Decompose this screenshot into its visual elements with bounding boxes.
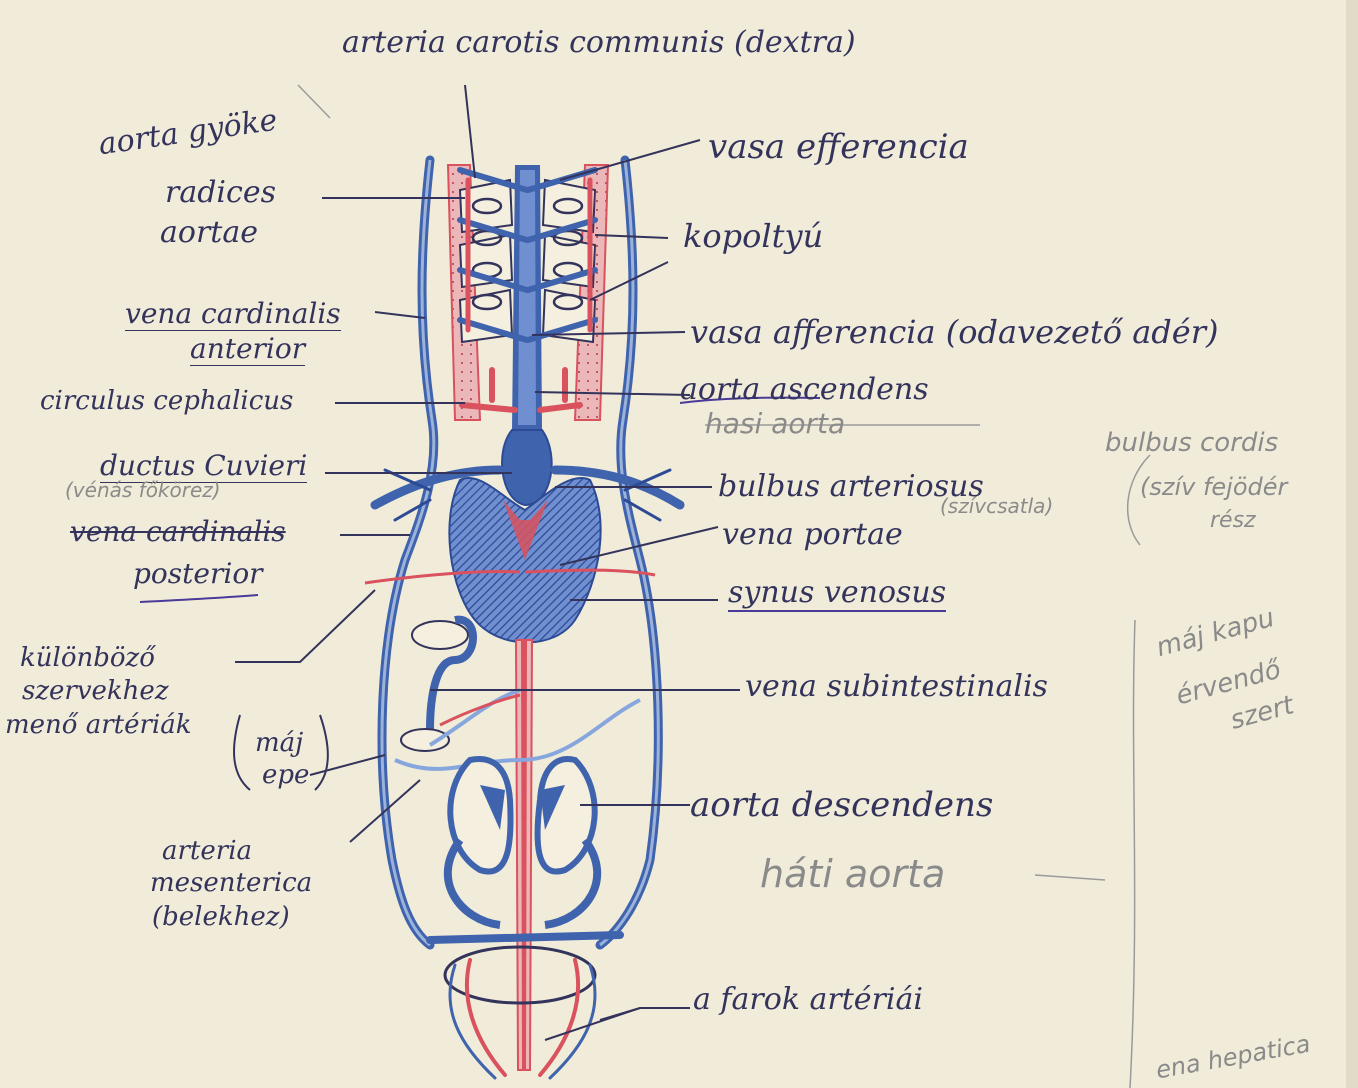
label-kulonbozo-3: menő artériák [5, 712, 191, 738]
label-vena-portae: vena portae [722, 520, 903, 550]
label-hati-aorta: háti aorta [760, 855, 945, 893]
label-bulbus-sub: (szívcsatla) [940, 496, 1053, 516]
label-vena-cardinalis-posterior-2: posterior [133, 560, 263, 588]
label-arteria-mesenterica-3: (belekhez) [152, 904, 290, 930]
label-aortae: aortae [160, 218, 258, 248]
label-sinus-venosus: synus venosus [728, 578, 946, 612]
label-venas-fokorez: (vénás főkörez) [65, 480, 221, 500]
label-hasi-aorta: hasi aorta [705, 410, 845, 438]
label-vena-cardinalis-anterior-2: anterior [190, 335, 305, 366]
label-maj: máj [255, 730, 303, 756]
bulbus-arteriosus [502, 430, 552, 505]
label-farok-arteriai: a farok artériái [693, 985, 923, 1015]
label-vasa-efferencia: vasa efferencia [708, 130, 969, 164]
label-aorta-ascendens: aorta ascendens [680, 375, 929, 405]
label-vena-cardinalis-posterior-1: vena cardinalis [70, 518, 286, 546]
liver [401, 620, 473, 751]
label-fejodoer: (szív fejödér [1140, 475, 1287, 499]
label-fejodoer-2: rész [1210, 510, 1256, 532]
label-arteria-carotis: arteria carotis communis (dextra) [342, 28, 856, 58]
label-bulbus-cordis: bulbus cordis [1105, 430, 1278, 456]
label-arteria-mesenterica-1: arteria [162, 838, 252, 864]
label-vena-subintestinalis: vena subintestinalis [745, 672, 1048, 702]
page-edge [1346, 0, 1358, 1088]
aorta-descendens [516, 640, 532, 1070]
label-vasa-afferencia: vasa afferencia (odavezető adér) [690, 316, 1218, 348]
label-epe: epe [262, 762, 309, 788]
label-vena-cardinalis-anterior-1: vena cardinalis [125, 300, 341, 331]
label-kulonbozo-1: különböző [20, 645, 155, 671]
label-arteria-mesenterica-2: mesenterica [150, 870, 312, 896]
label-kopoltyu: kopoltyú [683, 220, 823, 252]
label-radices: radices [165, 178, 276, 208]
label-circulus-cephalicus: circulus cephalicus [40, 388, 293, 414]
label-aorta-descendens: aorta descendens [690, 788, 993, 822]
label-kulonbozo-2: szervekhez [22, 678, 169, 704]
